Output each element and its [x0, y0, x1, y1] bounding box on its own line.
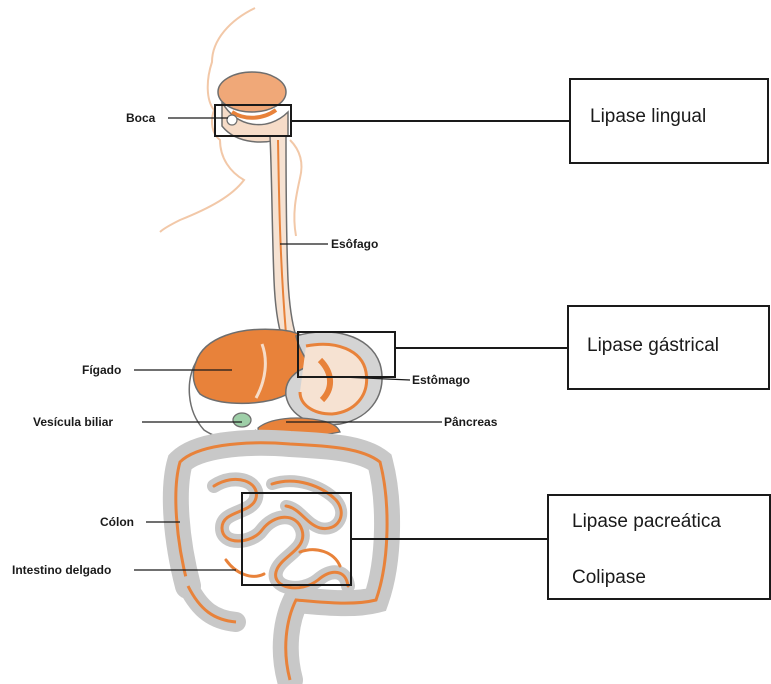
label-intestino: Intestino delgado: [12, 563, 111, 577]
enzyme-colipase: Colipase: [572, 567, 646, 589]
enzyme-lipase-pancreatica: Lipase pacreática: [572, 511, 721, 533]
enzyme-connectors: [291, 121, 569, 539]
enzyme-lipase-gastrica: Lipase gástrical: [587, 335, 719, 357]
label-boca: Boca: [126, 111, 155, 125]
label-colon: Cólon: [100, 515, 134, 529]
small-intestine-organ: [214, 479, 348, 588]
mouth-organ: [218, 72, 288, 142]
esophagus-organ: [270, 136, 296, 338]
gallbladder-organ: [233, 413, 251, 427]
label-pancreas: Pâncreas: [444, 415, 497, 429]
enzyme-lipase-lingual: Lipase lingual: [590, 106, 706, 128]
label-estomago: Estômago: [412, 373, 470, 387]
label-figado: Fígado: [82, 363, 121, 377]
label-esofago: Esôfago: [331, 237, 378, 251]
label-vesicula: Vesícula biliar: [33, 415, 113, 429]
